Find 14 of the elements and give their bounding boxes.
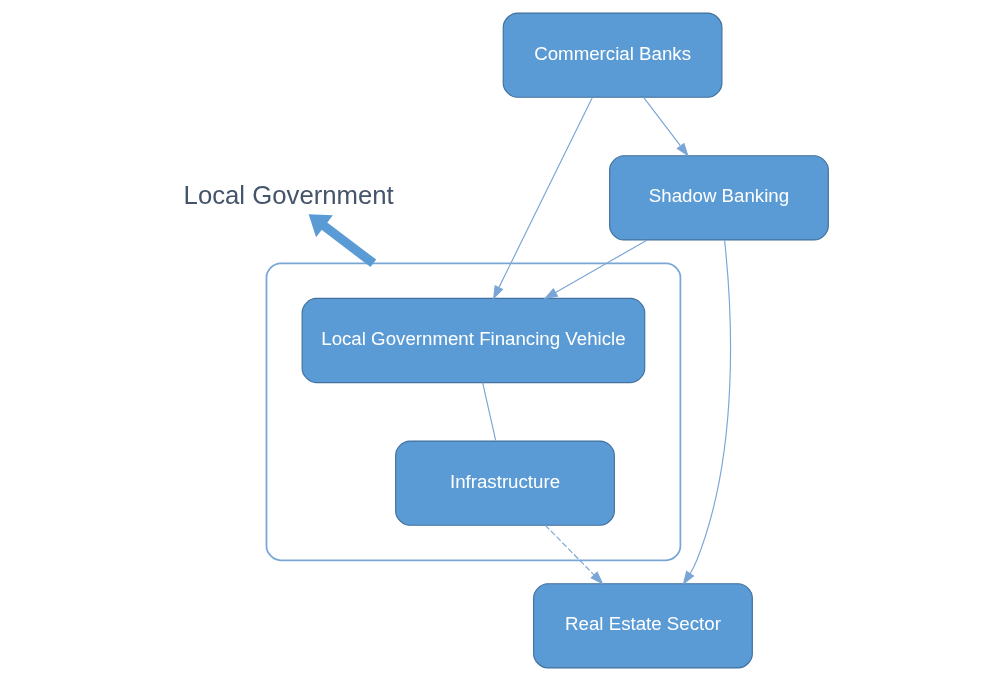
node-box: Local Government Financing Vehicle bbox=[301, 297, 645, 384]
arrow bbox=[682, 239, 731, 585]
node-box: Real Estate Sector bbox=[532, 583, 753, 669]
node-box: Shadow Banking bbox=[608, 155, 829, 241]
node-text: Local Government bbox=[183, 181, 394, 210]
arrow bbox=[308, 214, 376, 268]
node-box: Infrastructure bbox=[394, 440, 615, 526]
arrow bbox=[543, 239, 648, 300]
cluster bbox=[265, 262, 681, 562]
arrow bbox=[642, 96, 689, 157]
node-box: Commercial Banks bbox=[502, 12, 722, 98]
arrow bbox=[544, 524, 604, 585]
connector bbox=[481, 382, 496, 442]
arrow bbox=[492, 96, 593, 300]
